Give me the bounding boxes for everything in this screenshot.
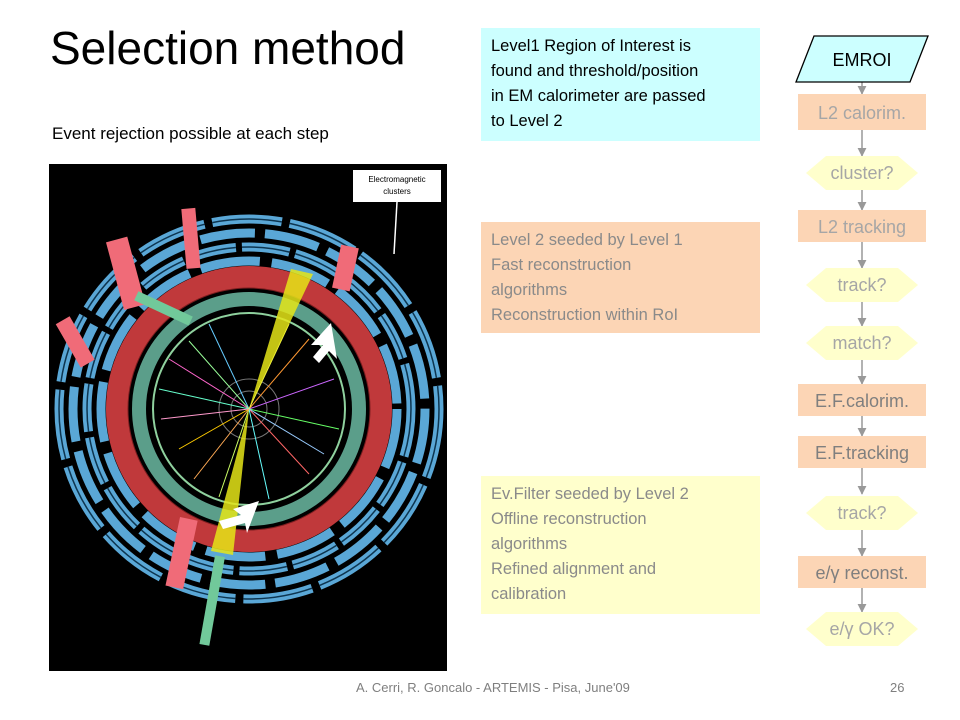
ef-calorim-label: E.F.calorim. (815, 391, 909, 411)
evfilter-line: Refined alignment and (491, 560, 657, 578)
arrow-icon (219, 501, 259, 533)
evfilter-line: calibration (491, 585, 567, 603)
energy-tower (181, 207, 201, 269)
reconst-node (798, 556, 926, 588)
ef-calorim-node (798, 384, 926, 416)
arrow-icon (311, 323, 337, 363)
clusters-label-line1: Electromagnetic (368, 175, 425, 184)
level2-line: algorithms (491, 281, 568, 299)
emroi-label: EMROI (832, 50, 891, 70)
muon-segment (199, 555, 225, 646)
label-pointer (393, 201, 398, 255)
subtitle: Event rejection possible at each step (52, 124, 329, 143)
level2-line: Level 2 seeded by Level 1 (491, 231, 683, 249)
trigger-flowchart: EMROI L2 calorim. cluster? L2 tracking t… (795, 35, 929, 646)
evfilter-line: Ev.Filter seeded by Level 2 (491, 485, 689, 503)
match-decision (806, 326, 918, 360)
ok-decision (806, 612, 918, 646)
match-label: match? (832, 333, 891, 353)
track-decision-2 (806, 496, 918, 530)
energy-tower (332, 244, 359, 292)
event-filter-description-box: Ev.Filter seeded by Level 2 Offline reco… (481, 476, 760, 614)
level1-line: found and threshold/position (491, 62, 699, 80)
level1-line: to Level 2 (491, 112, 563, 130)
level1-description-box: Level1 Region of Interest is found and t… (481, 28, 760, 141)
l2-tracking-label: L2 tracking (818, 217, 906, 237)
roi-wedge-lower (211, 409, 249, 555)
level1-line: in EM calorimeter are passed (491, 87, 706, 105)
ok-label: e/γ OK? (829, 619, 894, 639)
footer-text: A. Cerri, R. Goncalo - ARTEMIS - Pisa, J… (356, 680, 630, 695)
ef-tracking-node (798, 436, 926, 468)
page-title: Selection method (50, 22, 406, 74)
evfilter-line: Offline reconstruction (491, 510, 647, 528)
track-decision-1 (806, 268, 918, 302)
track-label-2: track? (837, 503, 886, 523)
level2-line: Fast reconstruction (491, 256, 632, 274)
evfilter-line: algorithms (491, 535, 568, 553)
clusters-label-box (353, 170, 441, 202)
level2-description-box: Level 2 seeded by Level 1 Fast reconstru… (481, 222, 760, 333)
energy-tower (105, 236, 146, 310)
roi-wedge-upper (249, 269, 313, 409)
l2-calorim-node (798, 94, 926, 130)
l2-tracking-node (798, 210, 926, 242)
level1-line: Level1 Region of Interest is (491, 37, 691, 55)
level2-line: Reconstruction within RoI (491, 306, 679, 324)
muon-segment (134, 291, 193, 326)
energy-tower (165, 517, 198, 590)
l2-calorim-label: L2 calorim. (818, 103, 906, 123)
cluster-decision (806, 156, 918, 190)
event-display-image: Electromagnetic clusters (49, 164, 447, 671)
page-number: 26 (890, 680, 905, 695)
energy-tower (55, 316, 95, 368)
clusters-label-line2: clusters (383, 187, 411, 196)
hadronic-calorimeter (106, 266, 392, 552)
ef-tracking-label: E.F.tracking (815, 443, 909, 463)
reconst-label: e/γ reconst. (815, 563, 908, 583)
emroi-node (795, 35, 929, 83)
track-label-1: track? (837, 275, 886, 295)
cluster-label: cluster? (830, 163, 893, 183)
